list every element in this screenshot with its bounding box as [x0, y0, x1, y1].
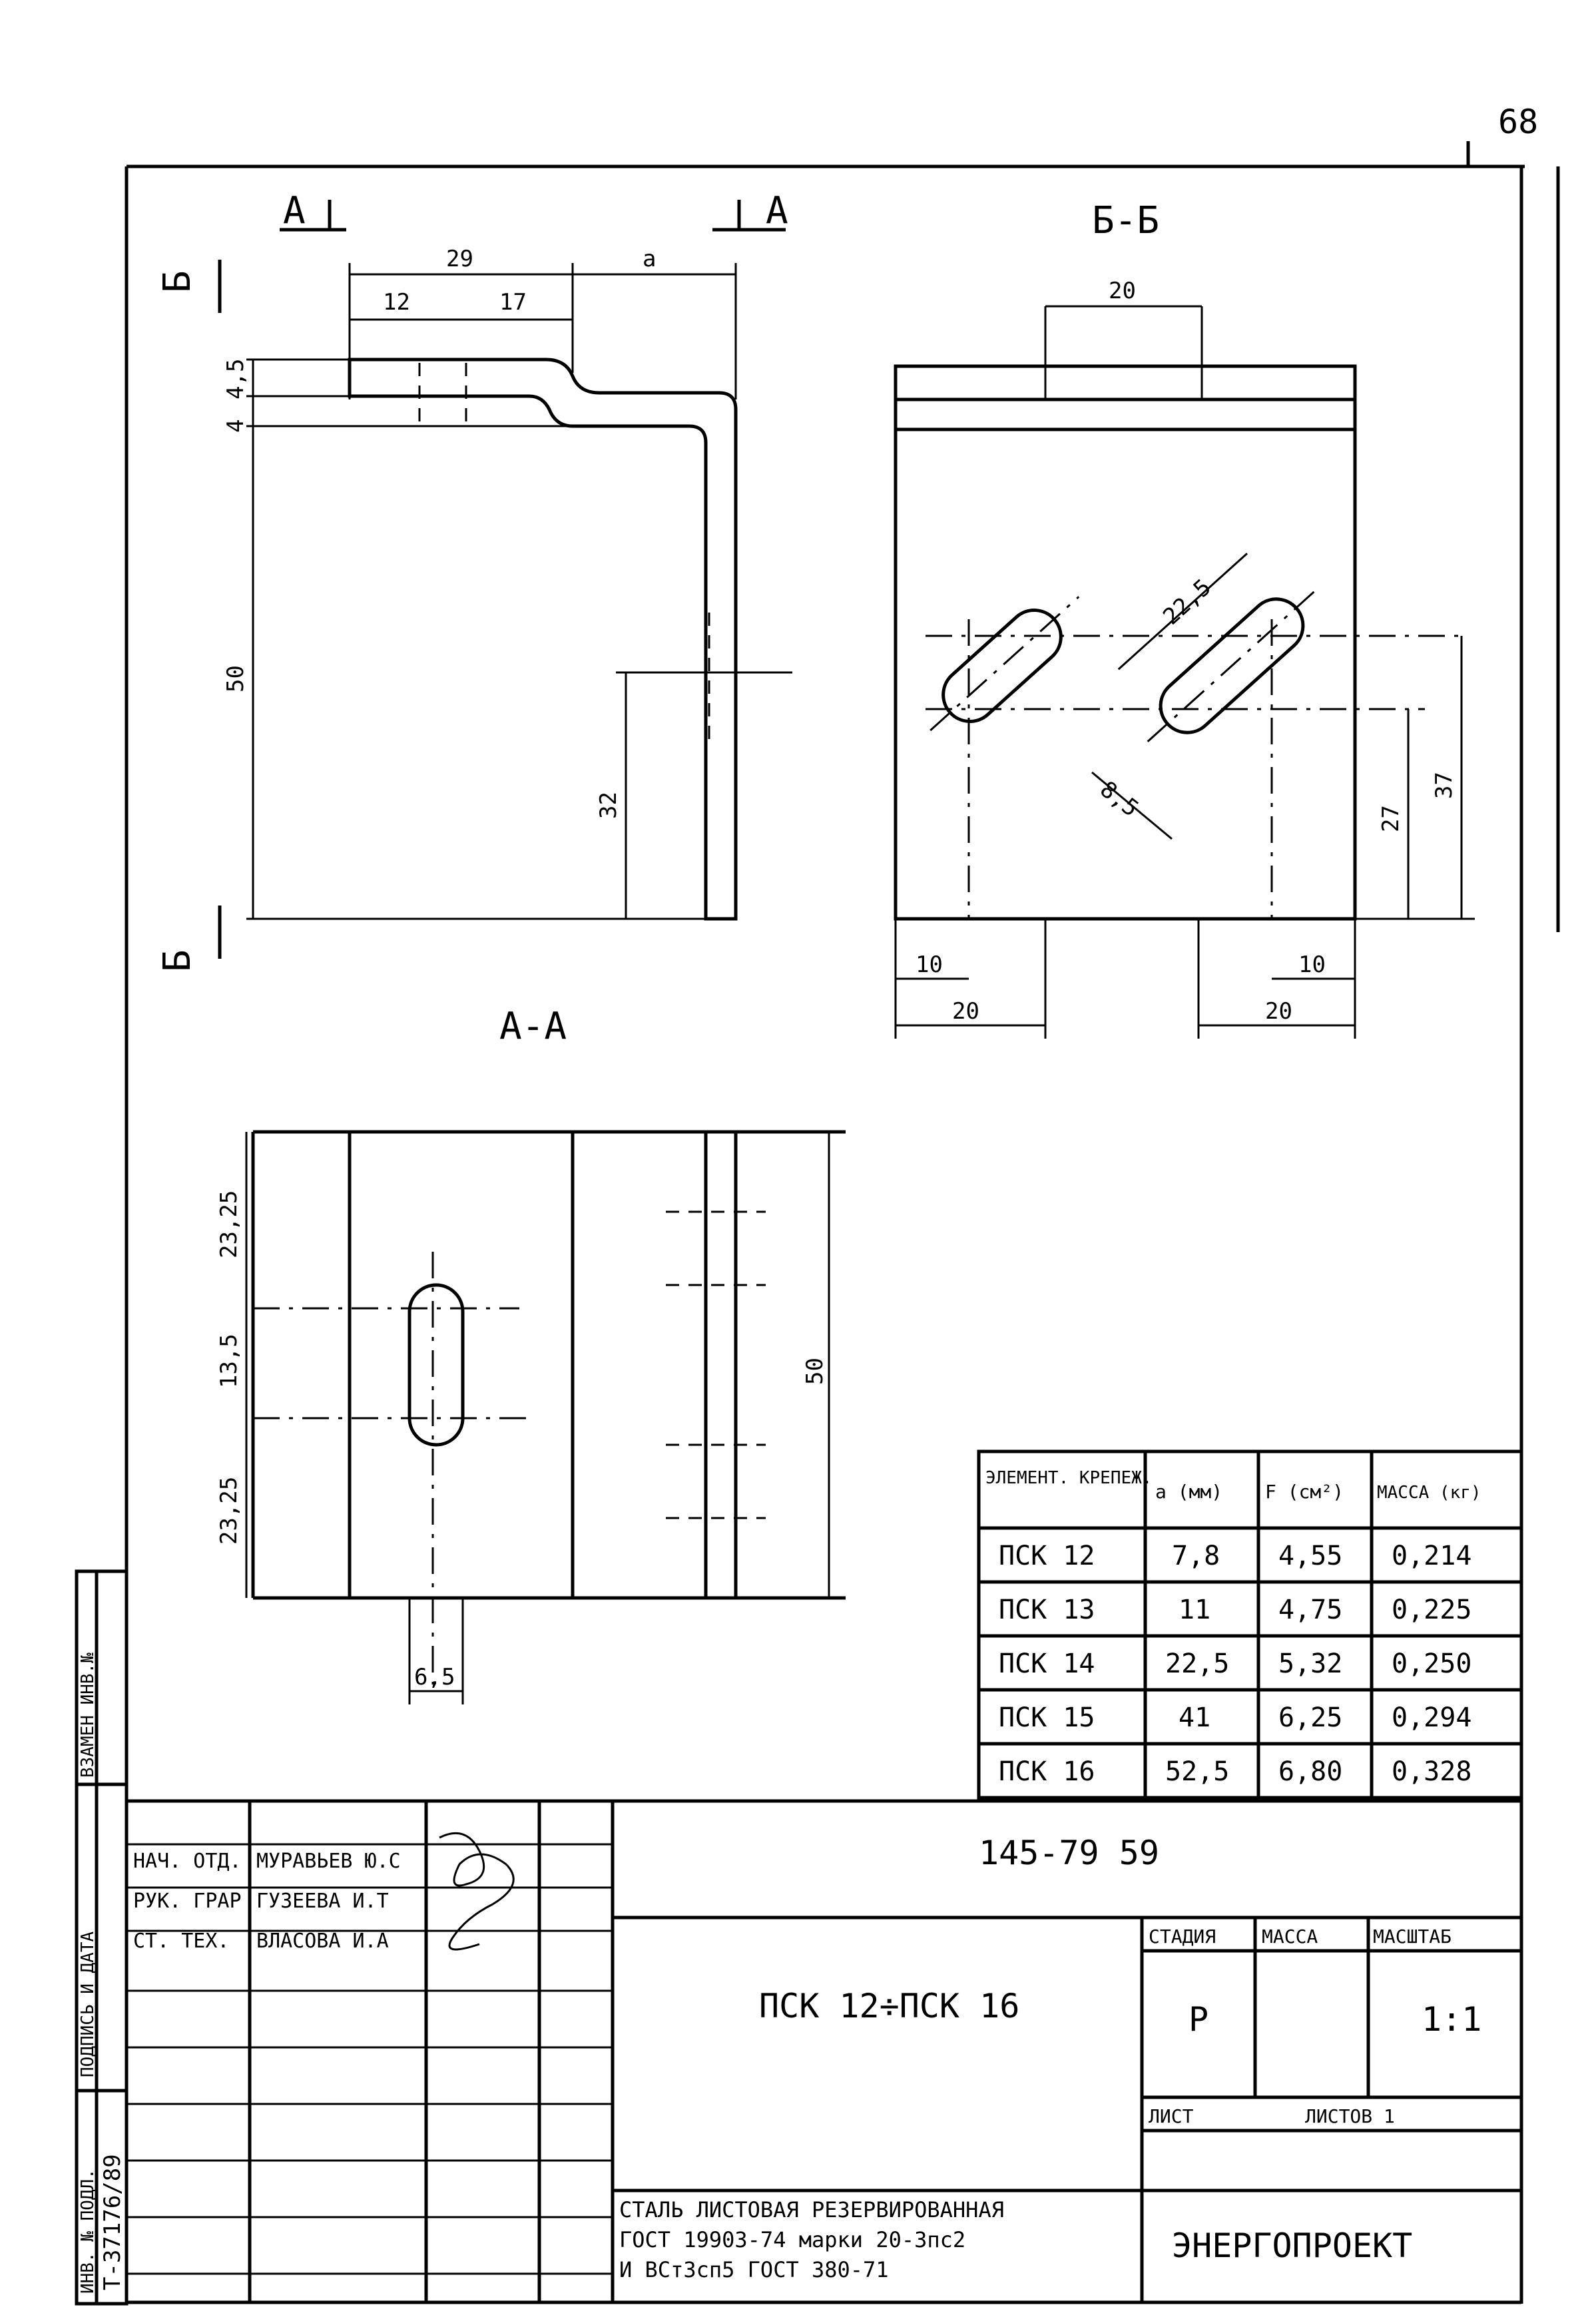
- tb-scale-value: 1:1: [1422, 2000, 1481, 2039]
- dim-50: 50: [222, 665, 249, 692]
- spec-row-5-mass: 0,328: [1392, 1756, 1471, 1787]
- spec-row-2-mass: 0,225: [1392, 1595, 1471, 1625]
- tb-stage-value: Р: [1189, 2000, 1208, 2039]
- dim-10-right: 10: [1298, 951, 1326, 978]
- dim-20-left: 20: [952, 998, 979, 1025]
- dim-8-5: 8,5: [1095, 776, 1143, 822]
- dim-20-right: 20: [1265, 998, 1292, 1025]
- side-stamp-podpis: ПОДПИСЬ И ДАТА: [78, 1932, 98, 2077]
- cut-a-left-label: A: [283, 189, 306, 232]
- plan-slot: [407, 1283, 465, 1447]
- tb-title: ПСК 12÷ПСК 16: [759, 1987, 1019, 2025]
- view-profile: A A Б Б 29 a 12 17 4,5 4 50: [156, 189, 792, 1048]
- tb-doc-code: 145-79 59: [979, 1834, 1159, 1872]
- dim-23-25-top: 23,25: [216, 1190, 242, 1258]
- slot-left: [930, 596, 1080, 732]
- dim-20-top: 20: [1109, 278, 1136, 304]
- staff-3-name: ВЛАСОВА И.А: [256, 1930, 389, 1953]
- side-stamp-vzam: ВЗАМЕН ИНВ.№: [78, 1653, 98, 1778]
- dim-13-5: 13,5: [216, 1334, 242, 1388]
- signature-scribble: [439, 1832, 515, 1951]
- staff-1-name: МУРАВЬЕВ Ю.С: [256, 1850, 401, 1873]
- tb-material-1: СТАЛЬ ЛИСТОВАЯ РЕЗЕРВИРОВАННАЯ: [619, 2197, 1004, 2222]
- cut-b-bottom-label: Б: [156, 949, 199, 972]
- dim-50-side: 50: [802, 1358, 828, 1385]
- slot-right-axis: [1147, 589, 1317, 742]
- spec-row-3-name: ПСК 14: [999, 1649, 1095, 1679]
- spec-table-border: [977, 1449, 1523, 1800]
- side-stamp-inv-podl: ИНВ. № ПОДЛ.: [78, 2169, 98, 2294]
- spec-row-1-name: ПСК 12: [999, 1541, 1095, 1571]
- spec-row-5-name: ПСК 16: [999, 1756, 1095, 1787]
- spec-table: ЭЛЕМЕНТ. КРЕПЕЖ. a (мм) F (см²) МАССА (к…: [977, 1449, 1523, 1800]
- staff-1-role: НАЧ. ОТД.: [133, 1850, 242, 1873]
- dim-37: 37: [1431, 772, 1458, 799]
- spec-row-4-a: 41: [1179, 1702, 1210, 1733]
- spec-row-2-f: 4,75: [1278, 1595, 1342, 1625]
- dim-8-5-line: [1091, 771, 1173, 840]
- spec-header-a: a (мм): [1155, 1481, 1222, 1503]
- spec-row-5-a: 52,5: [1165, 1756, 1229, 1787]
- dim-23-25-bot: 23,25: [216, 1477, 242, 1545]
- spec-row-2-a: 11: [1179, 1595, 1210, 1625]
- tb-mass-label: МАССА: [1262, 1926, 1318, 1947]
- side-stamp-inv-number: Т-37176/89: [99, 2154, 126, 2290]
- page-number: 68: [1498, 103, 1538, 141]
- view-a-a-title: A-A: [499, 1005, 567, 1048]
- dim-6-5: 6,5: [414, 1664, 455, 1690]
- dim-a: a: [643, 246, 656, 272]
- title-block: НАЧ. ОТД. МУРАВЬЕВ Ю.С РУК. ГРАР ГУЗЕЕВА…: [127, 1799, 1521, 2304]
- dim-12: 12: [383, 289, 410, 316]
- spec-header-mass: МАССА (кг): [1377, 1483, 1481, 1503]
- tb-organization: ЭНЕРГОПРОЕКТ: [1172, 2226, 1412, 2265]
- spec-row-4-name: ПСК 15: [999, 1702, 1095, 1733]
- dim-4-5: 4,5: [222, 359, 249, 399]
- spec-row-5-f: 6,80: [1278, 1756, 1342, 1787]
- dim-4: 4: [222, 419, 249, 433]
- plate-b-b: [894, 364, 1357, 921]
- tb-stage-label: СТАДИЯ: [1149, 1926, 1216, 1947]
- staff-2-name: ГУЗЕЕВА И.Т: [256, 1890, 389, 1913]
- spec-row-3-f: 5,32: [1278, 1649, 1342, 1679]
- dim-10-left: 10: [916, 951, 943, 978]
- tb-material-2: ГОСТ 19903-74 марки 20-3пс2: [619, 2227, 965, 2252]
- view-b-b: Б-Б 20 22,5 8,5 37 27: [894, 199, 1475, 1039]
- view-a-a: 23,25 13,5 23,25 50 6,5: [216, 1130, 846, 1704]
- dim-29: 29: [446, 246, 473, 272]
- view-b-b-title: Б-Б: [1092, 199, 1159, 242]
- cut-b-top-label: Б: [156, 270, 199, 293]
- spec-row-4-mass: 0,294: [1392, 1702, 1471, 1733]
- slot-right: [1117, 553, 1317, 742]
- spec-header-element: ЭЛЕМЕНТ. КРЕПЕЖ.: [985, 1468, 1152, 1488]
- slot-left-axis: [930, 596, 1080, 732]
- dim-22-5: 22,5: [1158, 574, 1216, 631]
- dim-22-5-line: [1117, 553, 1248, 670]
- spec-row-3-a: 22,5: [1165, 1649, 1229, 1679]
- side-stamp: ВЗАМЕН ИНВ.№ ПОДПИСЬ И ДАТА ИНВ. № ПОДЛ.…: [75, 1569, 129, 2306]
- profile-outline: [348, 358, 738, 921]
- dim-17: 17: [499, 289, 527, 316]
- spec-row-3-mass: 0,250: [1392, 1649, 1471, 1679]
- staff-3-role: СТ. ТЕХ.: [133, 1930, 230, 1953]
- spec-header-f: F (см²): [1265, 1481, 1344, 1503]
- tb-scale-label: МАСШТАБ: [1373, 1926, 1452, 1947]
- spec-row-2-name: ПСК 13: [999, 1595, 1095, 1625]
- cut-a-right-label: A: [766, 189, 788, 232]
- side-stamp-border: [75, 1569, 129, 2306]
- tb-sheet-label: ЛИСТ: [1149, 2105, 1194, 2127]
- spec-row-4-f: 6,25: [1278, 1702, 1342, 1733]
- spec-row-1-f: 4,55: [1278, 1541, 1342, 1571]
- dim-27: 27: [1378, 805, 1404, 832]
- spec-row-1-a: 7,8: [1172, 1541, 1220, 1571]
- tb-sheets-label: ЛИСТОВ 1: [1305, 2105, 1395, 2127]
- dim-32: 32: [595, 792, 622, 819]
- spec-row-1-mass: 0,214: [1392, 1541, 1471, 1571]
- slot-left-shape: [941, 609, 1063, 723]
- staff-2-role: РУК. ГРАР: [133, 1890, 242, 1913]
- tb-material-3: И ВСт3сп5 ГОСТ 380-71: [619, 2257, 889, 2282]
